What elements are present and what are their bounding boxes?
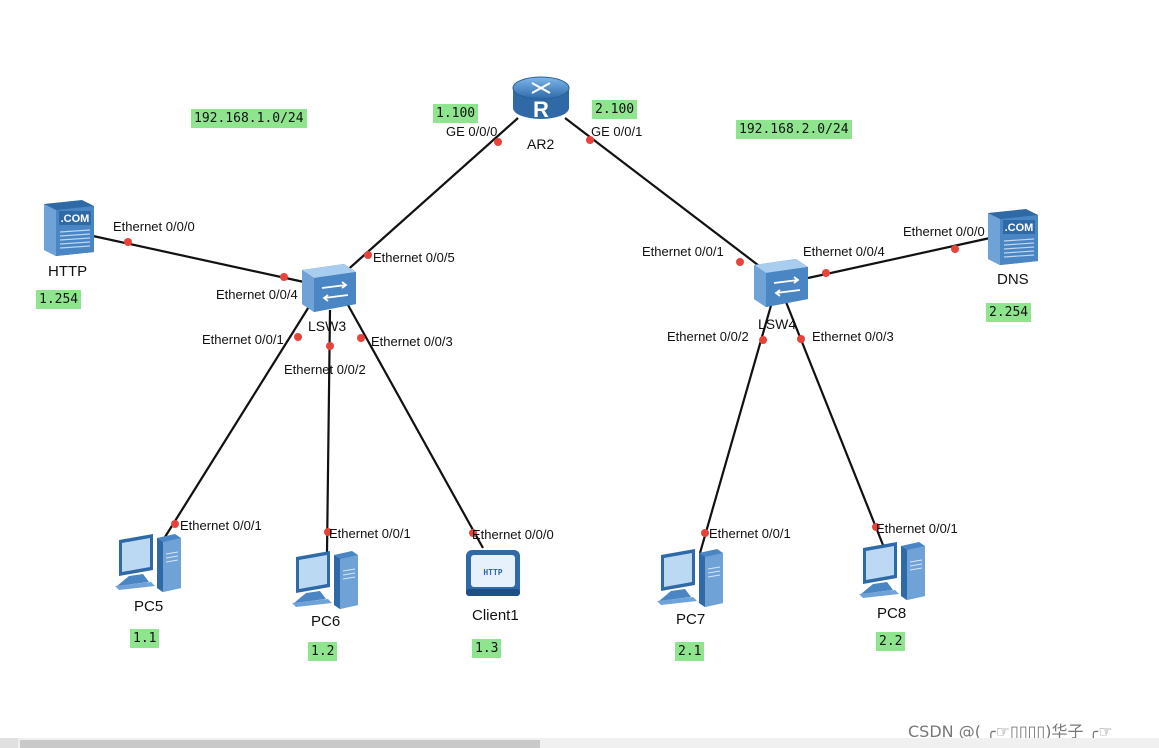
pc7-name: PC7 — [676, 611, 706, 628]
port-dot — [872, 523, 880, 531]
lsw4-port-2: Ethernet 0/0/2 — [667, 329, 749, 344]
lsw3-port-5: Ethernet 0/0/5 — [373, 250, 455, 265]
link-lsw4-pc7 — [698, 301, 774, 554]
pc-icon[interactable] — [113, 530, 183, 592]
link-lsw3-client1 — [347, 304, 484, 549]
port-dot — [326, 342, 334, 350]
http-server-ip: 1.254 — [36, 290, 82, 309]
link-dns-lsw4 — [807, 236, 991, 280]
pc7-port: Ethernet 0/0/1 — [709, 526, 791, 541]
router-right-ip: 2.100 — [592, 100, 638, 119]
pc5-name: PC5 — [134, 598, 164, 615]
http-server-port: Ethernet 0/0/0 — [113, 219, 195, 234]
port-dot — [494, 138, 502, 146]
pc8-port: Ethernet 0/0/1 — [876, 521, 958, 536]
switch-icon[interactable] — [300, 260, 358, 314]
lsw3-port-3: Ethernet 0/0/3 — [371, 334, 453, 349]
port-dot — [797, 335, 805, 343]
port-dot — [364, 251, 372, 259]
port-dot — [357, 334, 365, 342]
link-lsw3-pc5 — [159, 304, 311, 546]
router-icon[interactable]: R — [510, 70, 572, 128]
pc5-port: Ethernet 0/0/1 — [180, 518, 262, 533]
link-ar2-lsw4 — [564, 117, 776, 279]
port-dot — [280, 273, 288, 281]
subnet-right: 192.168.2.0/24 — [736, 120, 852, 139]
port-dot — [701, 529, 709, 537]
router-name: AR2 — [527, 136, 555, 152]
http-server-name: HTTP — [48, 263, 88, 280]
server-icon[interactable]: .COM — [42, 198, 96, 256]
lsw4-name: LSW4 — [758, 316, 797, 332]
router-letter: R — [533, 97, 549, 122]
switch-icon[interactable] — [752, 255, 810, 309]
lsw4-port-1: Ethernet 0/0/1 — [642, 244, 724, 259]
dns-server-badge: .COM — [1005, 222, 1034, 234]
lsw4-port-3: Ethernet 0/0/3 — [812, 329, 894, 344]
client1-port: Ethernet 0/0/0 — [472, 527, 554, 542]
router-port-left: GE 0/0/0 — [446, 124, 498, 139]
pc5-ip: 1.1 — [130, 629, 160, 648]
pc6-name: PC6 — [311, 613, 341, 630]
scrollbar-thumb[interactable] — [20, 740, 540, 748]
port-dot — [469, 529, 477, 537]
pc6-ip: 1.2 — [308, 642, 338, 661]
port-dot — [324, 528, 332, 536]
port-dot — [736, 258, 744, 266]
dns-server-ip: 2.254 — [986, 303, 1032, 322]
port-dot — [171, 520, 179, 528]
port-dot — [759, 336, 767, 344]
link-lsw3-pc6 — [325, 309, 332, 554]
port-dot — [586, 136, 594, 144]
port-dot — [294, 333, 302, 341]
lsw4-port-4: Ethernet 0/0/4 — [803, 244, 885, 259]
horizontal-scrollbar[interactable] — [0, 738, 1159, 748]
pc6-port: Ethernet 0/0/1 — [329, 526, 411, 541]
http-client-icon[interactable]: HTTP — [463, 547, 523, 599]
router-left-ip: 1.100 — [433, 104, 479, 123]
pc8-ip: 2.2 — [876, 632, 906, 651]
server-icon[interactable]: .COM — [986, 207, 1040, 265]
pc-icon[interactable] — [290, 547, 360, 609]
dns-server-name: DNS — [997, 271, 1029, 288]
lsw3-port-4: Ethernet 0/0/4 — [216, 287, 298, 302]
lsw3-port-2: Ethernet 0/0/2 — [284, 362, 366, 377]
port-dot — [822, 269, 830, 277]
subnet-left: 192.168.1.0/24 — [191, 109, 307, 128]
pc-icon[interactable] — [857, 538, 927, 600]
watermark: CSDN @( ╭☞▯▯▯▯)华子 ╭☞ — [908, 722, 1113, 741]
dns-server-port: Ethernet 0/0/0 — [903, 224, 985, 239]
scroll-left-button[interactable] — [0, 738, 18, 748]
router-port-right: GE 0/0/1 — [591, 124, 643, 139]
port-dot — [124, 238, 132, 246]
http-server-badge: .COM — [61, 213, 90, 225]
lsw3-name: LSW3 — [308, 318, 347, 334]
port-dot — [951, 245, 959, 253]
client1-ip: 1.3 — [472, 639, 502, 658]
client1-name: Client1 — [472, 607, 519, 624]
pc-icon[interactable] — [655, 545, 725, 607]
lsw3-port-1: Ethernet 0/0/1 — [202, 332, 284, 347]
pc8-name: PC8 — [877, 605, 907, 622]
client1-screen-text: HTTP — [483, 568, 502, 577]
pc7-ip: 2.1 — [675, 642, 705, 661]
